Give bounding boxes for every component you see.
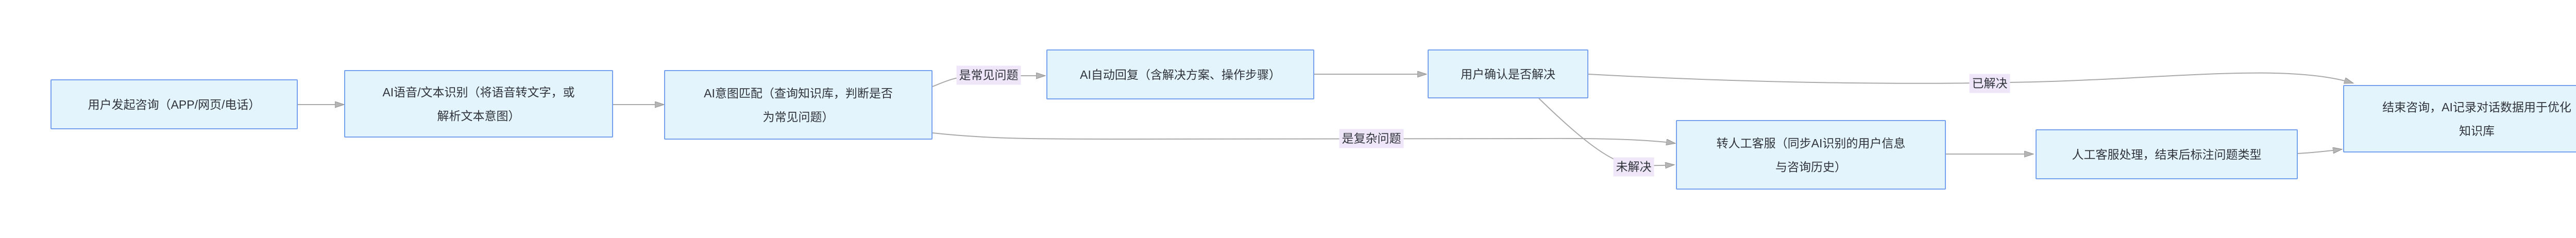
edge-intent-to-human — [932, 132, 1674, 143]
node-line: 解析文本意图） — [437, 109, 520, 123]
edge-label-not-solved[interactable]: 未解决 — [1613, 157, 1654, 177]
node-human-handle[interactable]: 人工客服处理，结束后标注问题类型 — [2036, 129, 2298, 179]
edge-confirm-to-end — [1588, 72, 2352, 84]
node-line: 知识库 — [2459, 124, 2495, 138]
node-ai-recognition[interactable]: AI语音/文本识别（将语音转文字，或 解析文本意图） — [344, 70, 613, 138]
edge-confirm-to-human — [1538, 98, 1673, 165]
edge-label-complex-question[interactable]: 是复杂问题 — [1339, 129, 1404, 148]
node-end-record[interactable]: 结束咨询，AI记录对话数据用于优化 知识库 — [2343, 85, 2576, 152]
node-line: 转人工客服（同步AI识别的用户信息 — [1716, 136, 1906, 150]
node-line: AI语音/文本识别（将语音转文字，或 — [382, 85, 575, 99]
edge-label-solved[interactable]: 已解决 — [1969, 74, 2010, 93]
edge-label-common-question[interactable]: 是常见问题 — [956, 65, 1021, 85]
node-line: 用户确认是否解决 — [1461, 67, 1555, 81]
node-line: 与咨询历史） — [1775, 160, 1846, 174]
node-user-initiates[interactable]: 用户发起咨询（APP/网页/电话） — [50, 79, 298, 129]
node-intent-match[interactable]: AI意图匹配（查询知识库，判断是否 为常见问题） — [664, 70, 933, 140]
node-line: AI自动回复（含解决方案、操作步骤） — [1080, 67, 1281, 81]
node-line: 人工客服处理，结束后标注问题类型 — [2072, 147, 2262, 161]
node-user-confirm[interactable]: 用户确认是否解决 — [1428, 49, 1588, 98]
edge-handle-to-end — [2297, 149, 2341, 154]
node-transfer-human[interactable]: 转人工客服（同步AI识别的用户信息 与咨询历史） — [1676, 120, 1946, 190]
node-line: 结束咨询，AI记录对话数据用于优化 — [2382, 100, 2571, 114]
node-line: AI意图匹配（查询知识库，判断是否 — [704, 86, 893, 100]
node-line: 为常见问题） — [762, 110, 834, 124]
node-ai-auto-reply[interactable]: AI自动回复（含解决方案、操作步骤） — [1046, 49, 1314, 99]
node-line: 用户发起咨询（APP/网页/电话） — [88, 97, 261, 111]
